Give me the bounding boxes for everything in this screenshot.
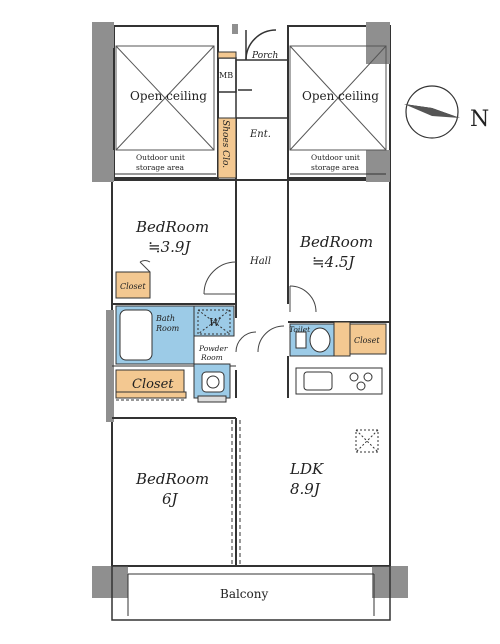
shoes-closet-label: Shoes Clo.	[220, 120, 230, 168]
mb-label: MB	[219, 71, 233, 80]
toilet-label: Toilet	[289, 325, 311, 334]
open-ceiling-right-label: Open ceiling	[302, 89, 379, 103]
outdoor-right-label-1: Outdoor unit	[311, 153, 360, 162]
closet-nw-label: Closet	[120, 282, 146, 291]
bedroom-sw-name: BedRoom	[135, 470, 209, 488]
ldk-size: 8.9J	[290, 480, 321, 498]
closets	[115, 51, 387, 399]
closet-ne-fill	[349, 323, 387, 355]
balcony-label: Balcony	[220, 587, 268, 601]
bathtub	[119, 309, 153, 361]
closet-nw-fill	[115, 271, 151, 299]
outdoor-left-label-1: Outdoor unit	[136, 153, 185, 162]
washer-pan	[197, 309, 231, 335]
basin	[201, 371, 225, 393]
toilet-bowl	[309, 327, 331, 353]
bedroom-nw-size: ≒3.9J	[148, 238, 191, 256]
hall-label: Hall	[249, 256, 271, 267]
entrance-label: Ent.	[249, 129, 271, 140]
burner-1	[349, 372, 359, 382]
sink	[303, 371, 333, 391]
bath-label-2: Room	[155, 324, 180, 333]
open-ceiling-left-label: Open ceiling	[130, 89, 207, 103]
balcony-outline	[111, 565, 391, 621]
sliding-doors	[114, 173, 386, 564]
open-ceiling-marks	[115, 45, 387, 151]
shoes-closet-fill	[217, 117, 237, 179]
washer-fill	[193, 305, 235, 337]
ldk-name: LDK	[289, 460, 324, 478]
room-labels: Open ceiling Open ceiling Outdoor unit s…	[120, 51, 380, 601]
closet-ne-label: Closet	[354, 336, 380, 345]
burner-2	[363, 372, 373, 382]
closet-ne-small-fill	[333, 321, 351, 357]
bedroom-ne-size: ≒4.5J	[312, 253, 355, 271]
bedroom-nw-name: BedRoom	[135, 218, 209, 236]
closet-mid-label: Closet	[132, 377, 174, 392]
compass-label: N	[470, 107, 489, 132]
outdoor-left-label-2: storage area	[136, 163, 185, 172]
burner-3	[356, 381, 366, 391]
compass: N	[404, 85, 489, 139]
bath-label-1: Bath	[155, 314, 175, 323]
porch-label: Porch	[251, 51, 278, 61]
bedroom-sw-size: 6J	[162, 490, 179, 508]
bedroom-ne-name: BedRoom	[299, 233, 373, 251]
fixtures	[119, 309, 383, 453]
washer-label: W	[209, 316, 222, 329]
interior-walls	[112, 26, 390, 566]
ceiling-vent	[355, 429, 379, 453]
outdoor-right-label-2: storage area	[311, 163, 360, 172]
powder-label-1: Powder	[198, 344, 228, 353]
powder-label-2: Room	[200, 353, 223, 362]
compass-ring	[405, 85, 459, 139]
